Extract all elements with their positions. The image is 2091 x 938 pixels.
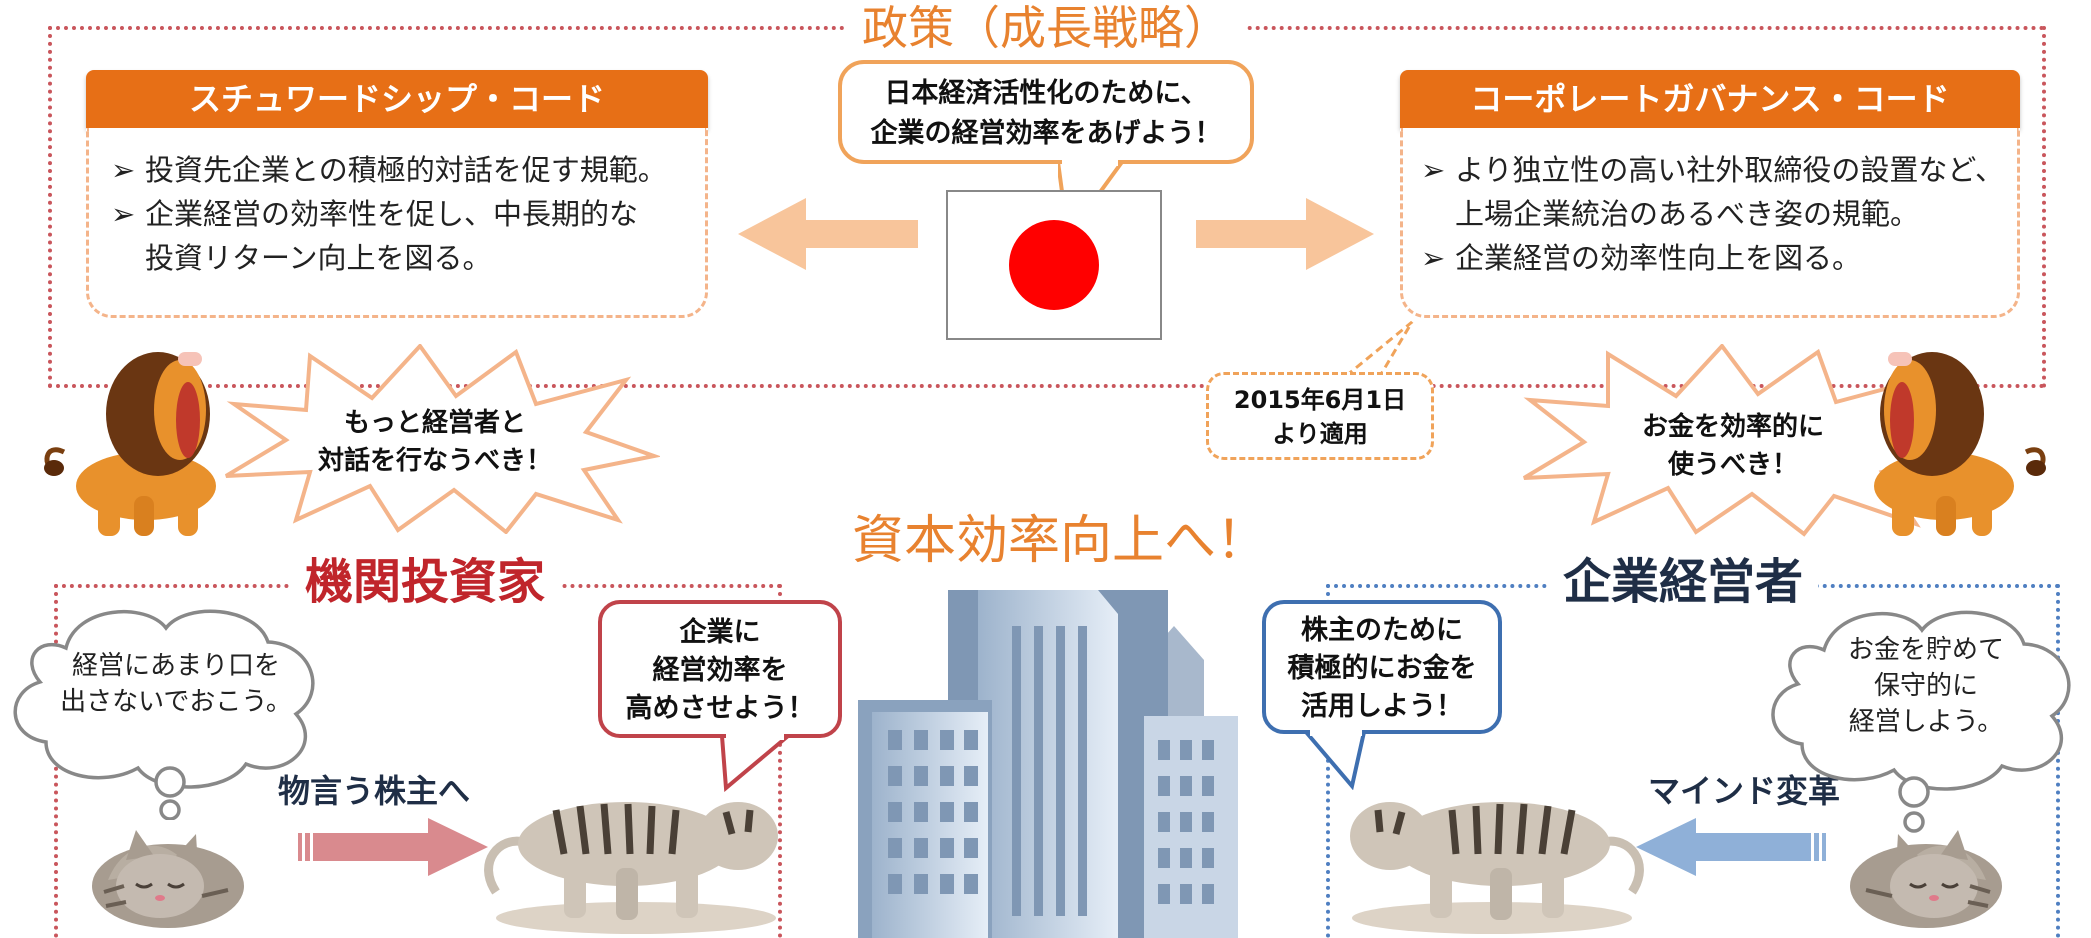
date-pointer-icon xyxy=(1345,320,1414,378)
investor-title: 機関投資家 xyxy=(290,550,560,614)
investor-pink-arrow-icon xyxy=(298,818,488,876)
stewardship-bullet-1: ➢投資先企業との積極的対話を促す規範。 xyxy=(111,148,667,192)
investor-thought-text: 経営にあまり口を 出さないでおこう。 xyxy=(60,651,292,717)
manager-title: 企業経営者 xyxy=(1548,550,1818,614)
manager-arrow-label: マインド変革 xyxy=(1648,772,1841,810)
left-shout-text: もっと経営者と 対話を行なうべき！ xyxy=(317,408,552,476)
right-lion-icon xyxy=(1874,352,2046,536)
japan-flag xyxy=(946,190,1162,340)
investor-speech-bubble: 企業に 経営効率を 高めさせよう！ xyxy=(598,600,842,792)
bullet-arrow-icon: ➢ xyxy=(1421,241,1446,275)
investor-sleeping-cat-icon xyxy=(92,830,244,928)
right-shout-text: お金を効率的に 使うべき！ xyxy=(1641,412,1824,480)
bullet-arrow-icon: ➢ xyxy=(111,153,136,187)
investor-arrow-label: 物言う株主へ xyxy=(278,772,471,810)
investor-thought-cloud-icon xyxy=(13,609,315,820)
left-shout-burst-icon xyxy=(224,344,660,534)
stewardship-card: スチュワードシップ・コード ➢投資先企業との積極的対話を促す規範。 ➢企業経営の… xyxy=(86,70,708,318)
investor-tiger-icon xyxy=(484,802,778,934)
bullet-arrow-icon: ➢ xyxy=(1421,153,1446,187)
flag-sun-icon xyxy=(1009,220,1099,310)
governance-title: コーポレートガバナンス・コード xyxy=(1400,70,2020,128)
manager-thought-text: お金を貯めて 保守的に 経営しよう。 xyxy=(1847,635,2004,737)
manager-sleeping-cat-icon xyxy=(1850,830,2002,928)
manager-speech-bubble: 株主のために 積極的にお金を 活用しよう！ xyxy=(1262,600,1502,790)
governance-bullet-1: ➢より独立性の高い社外取締役の設置など、 xyxy=(1421,148,2004,192)
manager-tiger-icon xyxy=(1350,802,1644,934)
manager-thought-cloud-icon xyxy=(1771,610,2071,833)
stewardship-bullet-2: ➢企業経営の効率性を促し、中長期的な xyxy=(111,192,638,236)
policy-title: 政策（成長戦略） xyxy=(846,0,1246,56)
stewardship-title: スチュワードシップ・コード xyxy=(86,70,708,128)
speech-tail-icon xyxy=(719,732,794,792)
governance-bullet-2: ➢企業経営の効率性向上を図る。 xyxy=(1421,236,1861,280)
bullet-arrow-icon: ➢ xyxy=(111,197,136,231)
date-note: 2015年6月1日 より適用 xyxy=(1206,372,1434,460)
stewardship-bullet-2-cont: 投資リターン向上を図る。 xyxy=(145,241,492,275)
office-buildings-icon xyxy=(858,590,1238,938)
left-orange-arrow-icon xyxy=(738,198,918,270)
manager-blue-arrow-icon xyxy=(1636,818,1826,876)
center-slogan: 資本効率向上へ！ xyxy=(851,511,1268,571)
governance-card: コーポレートガバナンス・コード ➢より独立性の高い社外取締役の設置など、 上場企… xyxy=(1400,70,2020,318)
left-lion-icon xyxy=(44,352,216,536)
flag-speech-bubble: 日本経済活性化のために、 企業の経営効率をあげよう！ xyxy=(838,60,1254,242)
governance-body: ➢より独立性の高い社外取締役の設置など、 上場企業統治のあるべき姿の規範。 ➢企… xyxy=(1400,128,2020,318)
governance-bullet-1-cont: 上場企業統治のあるべき姿の規範。 xyxy=(1455,197,1920,231)
stewardship-body: ➢投資先企業との積極的対話を促す規範。 ➢企業経営の効率性を促し、中長期的な 投… xyxy=(86,128,708,318)
right-orange-arrow-icon xyxy=(1196,198,1374,270)
speech-tail-icon xyxy=(1302,728,1367,790)
